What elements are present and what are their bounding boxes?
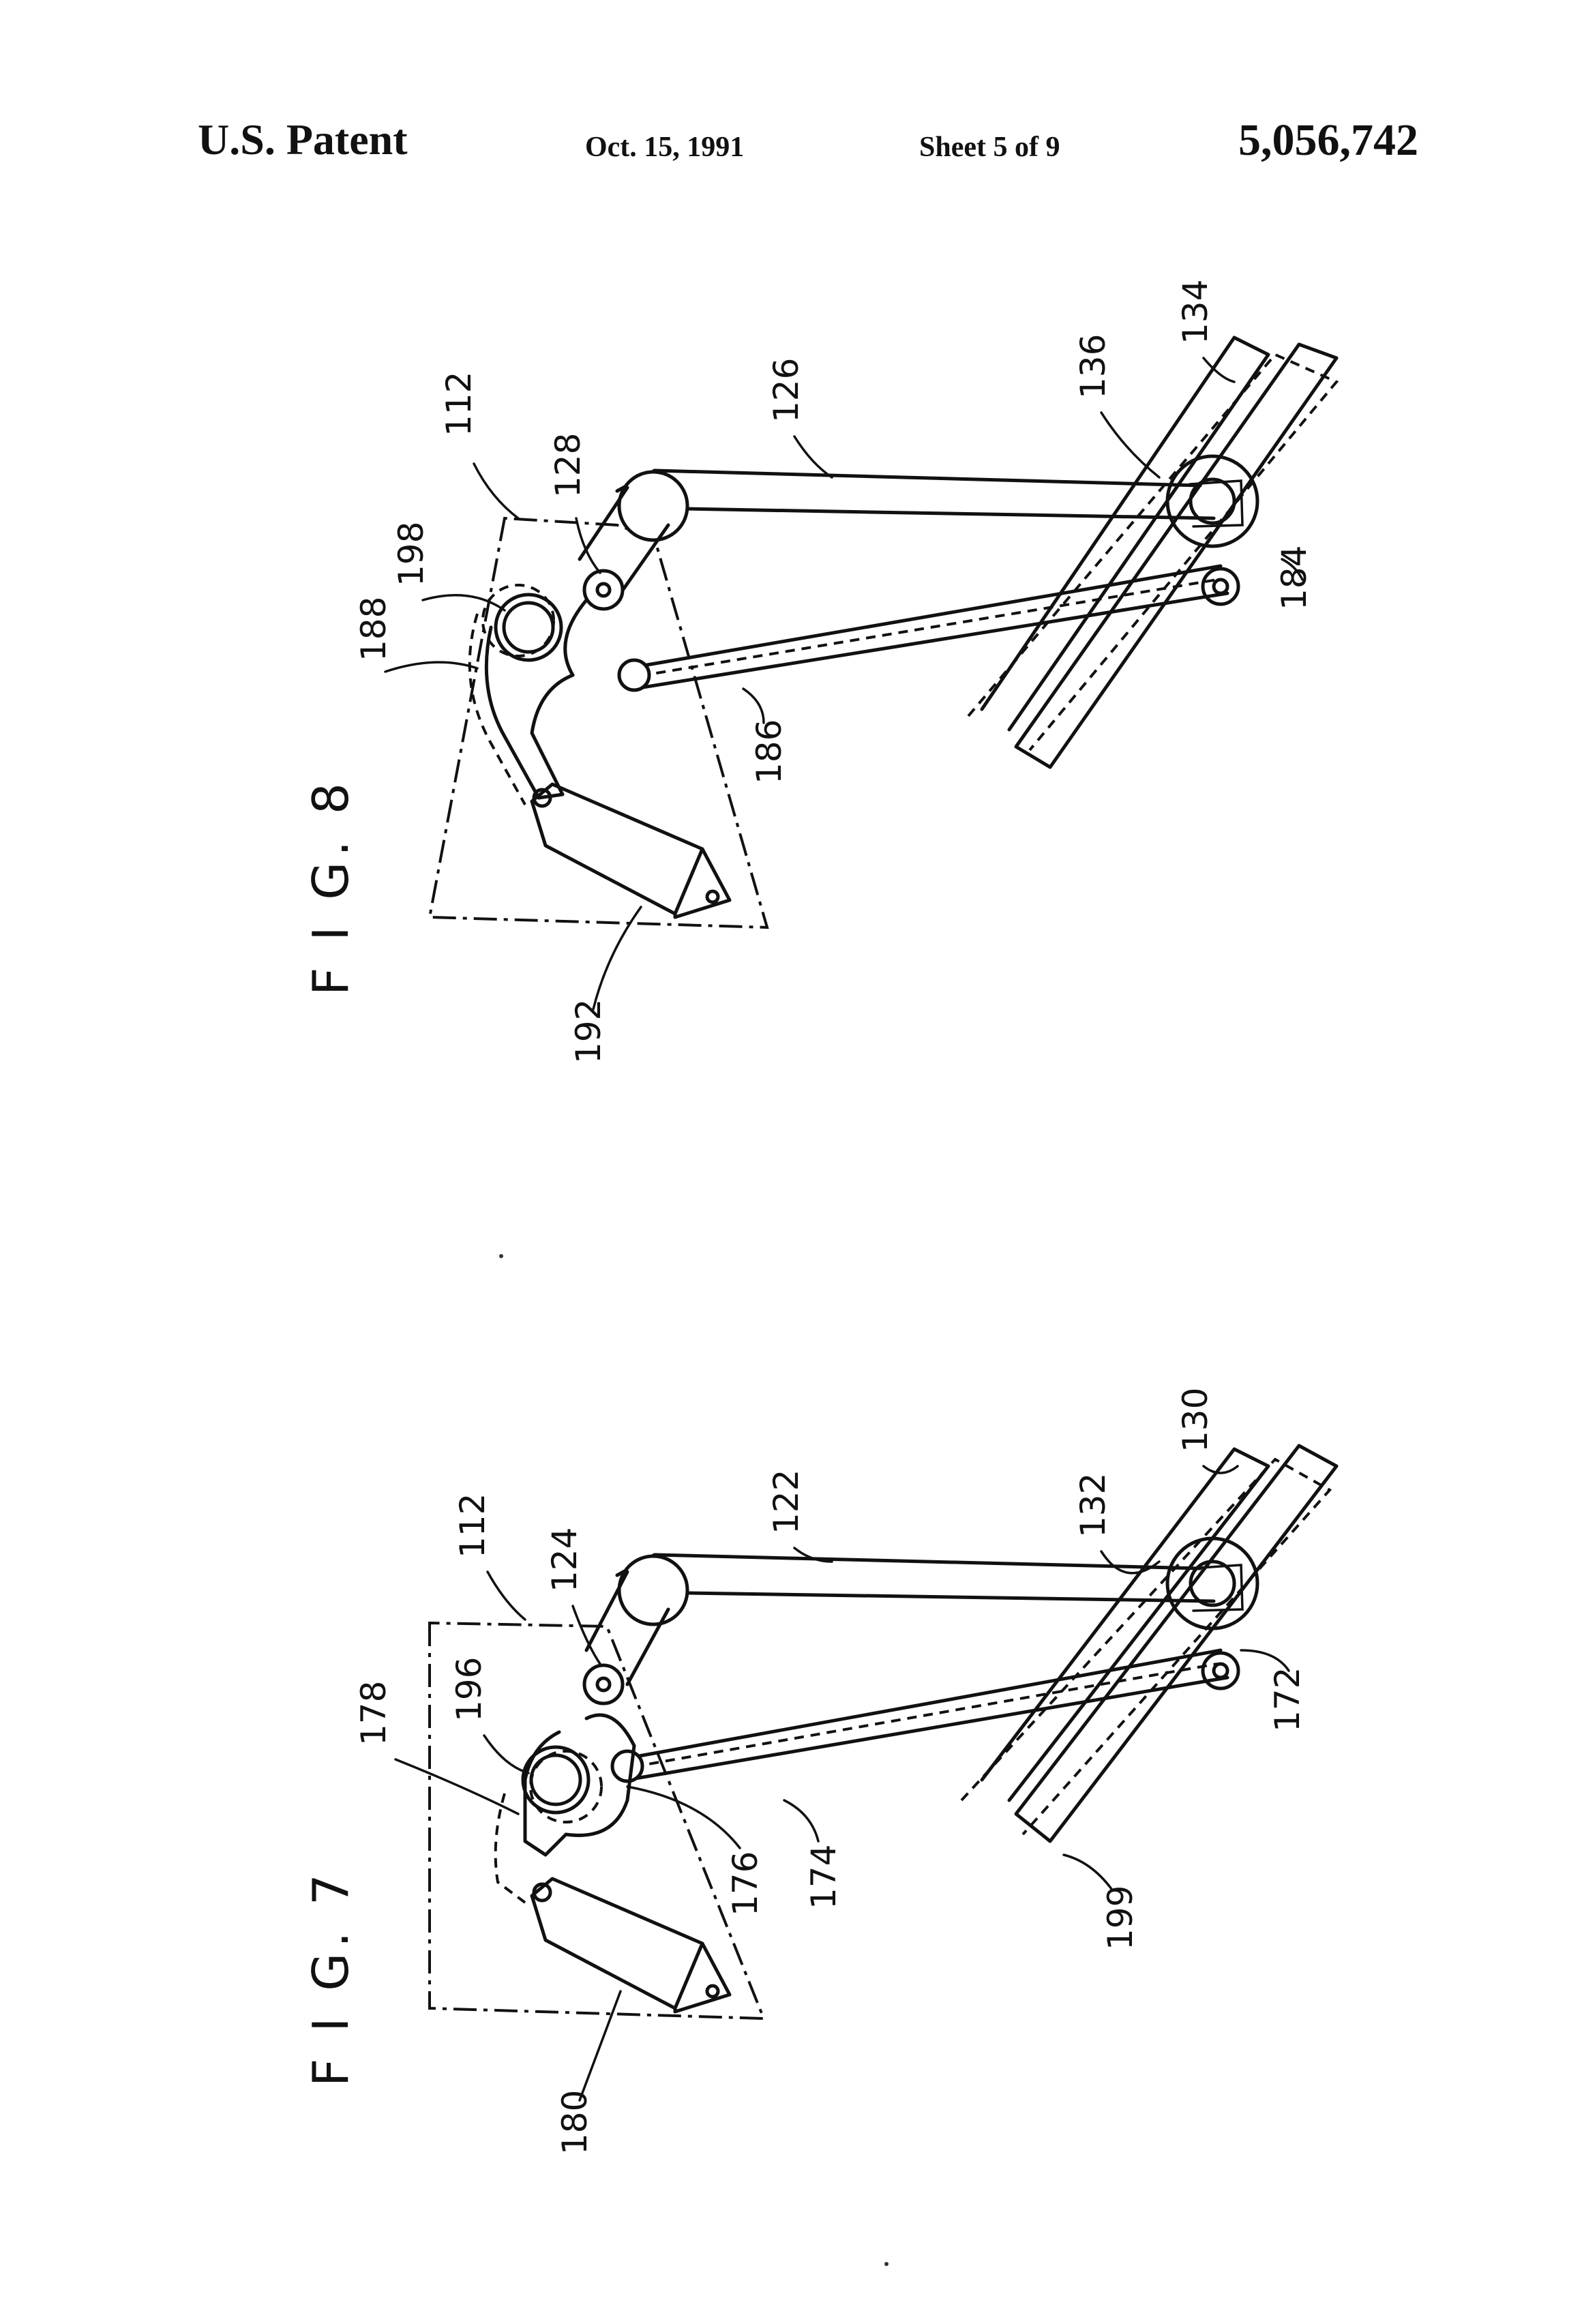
speck-mark <box>499 1254 503 1258</box>
label-196: 196 <box>449 1657 489 1722</box>
label-134: 134 <box>1176 280 1215 344</box>
figure-8: F I G. 8 <box>302 280 1337 1064</box>
label-112: 112 <box>453 1493 492 1558</box>
cylinder-180 <box>532 1879 730 2012</box>
label-128: 128 <box>548 433 588 498</box>
figure-7: F I G. 7 <box>302 1388 1337 2155</box>
label-199: 199 <box>1101 1886 1140 1950</box>
label-174: 174 <box>804 1845 844 1909</box>
pivot-124 <box>584 1665 623 1703</box>
label-130: 130 <box>1176 1388 1215 1452</box>
crank-178 <box>496 1715 634 1903</box>
label-188: 188 <box>354 597 393 661</box>
label-178: 178 <box>354 1681 393 1746</box>
speck-mark <box>884 2262 889 2266</box>
label-184: 184 <box>1274 546 1314 610</box>
label-192: 192 <box>569 999 608 1064</box>
label-122: 122 <box>766 1470 806 1534</box>
paddle-130 <box>961 1446 1337 1841</box>
label-124: 124 <box>545 1528 584 1592</box>
label-176: 176 <box>726 1851 765 1916</box>
arm-126 <box>580 456 1257 593</box>
label-186: 186 <box>749 719 789 784</box>
cylinder-192 <box>532 784 730 917</box>
figure-8-caption: F I G. 8 <box>302 777 359 996</box>
label-126: 126 <box>766 358 806 423</box>
label-180: 180 <box>555 2090 595 2155</box>
label-112: 112 <box>439 372 479 436</box>
pivot-128 <box>584 571 623 609</box>
figure-7-caption: F I G. 7 <box>302 1868 359 2087</box>
label-136: 136 <box>1073 334 1113 399</box>
label-132: 132 <box>1073 1473 1113 1538</box>
label-198: 198 <box>391 522 431 586</box>
label-172: 172 <box>1268 1667 1307 1732</box>
